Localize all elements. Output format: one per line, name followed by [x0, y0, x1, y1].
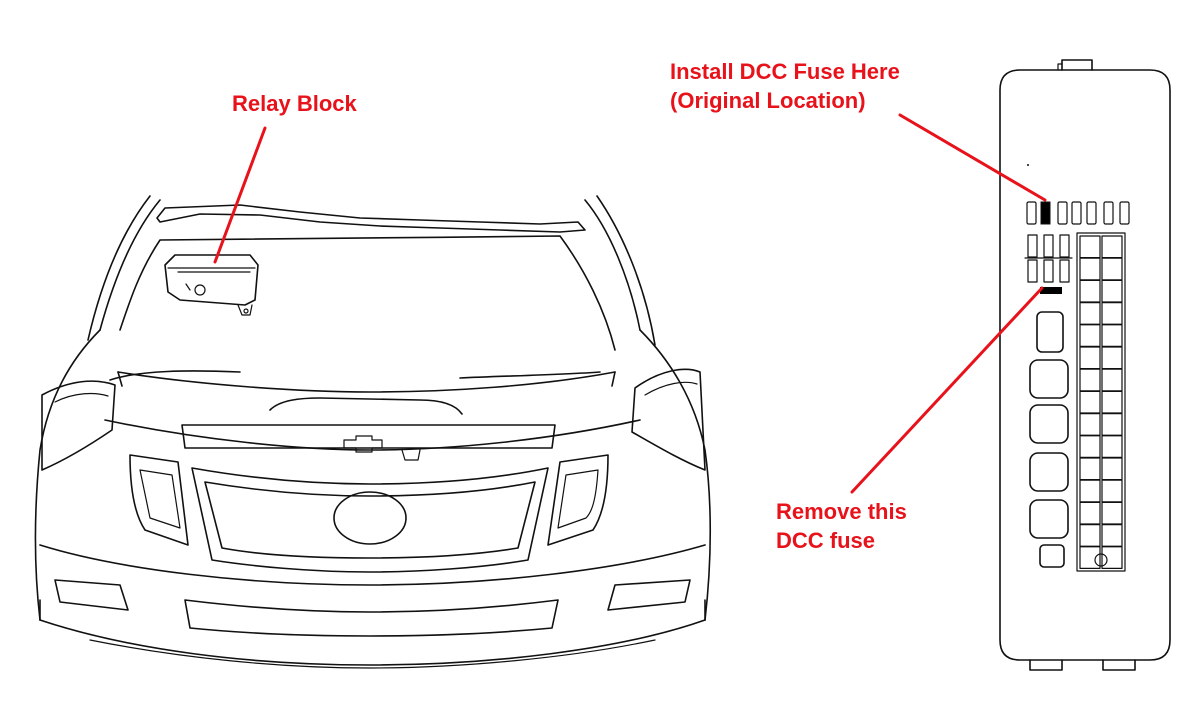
install-fuse-leader [898, 113, 1047, 202]
fuse-cell [1101, 435, 1123, 458]
dcc-fuse-current [1040, 287, 1062, 294]
fuse-cell [1079, 435, 1101, 458]
fuse-cell [1079, 390, 1101, 414]
fuse-cell [1101, 257, 1123, 281]
fuse-cell [1079, 479, 1101, 503]
fuse-grid [1076, 232, 1126, 572]
fuse-cell [1079, 523, 1101, 547]
remove-fuse-label-line2: DCC fuse [776, 528, 875, 553]
relay-block-label: Relay Block [232, 91, 357, 116]
install-fuse-label-line1: Install DCC Fuse Here [670, 59, 900, 84]
fuse-cell [1079, 302, 1101, 325]
fuse-cell [1101, 235, 1123, 259]
remove-fuse-leader [850, 286, 1044, 494]
relay-block-icon [164, 254, 259, 316]
relay-block-leader [213, 126, 267, 264]
fuse-cell [1101, 346, 1123, 370]
fuse-cell [1079, 413, 1101, 436]
dcc-fuse-original-slot [1040, 201, 1051, 225]
fuse-cell [1101, 523, 1123, 547]
fuse-cell [1101, 413, 1123, 436]
fuse-cell [1101, 479, 1123, 503]
remove-fuse-label-line1: Remove this [776, 499, 907, 524]
fuse-grid-frame [1076, 232, 1126, 572]
fuse-cell [1079, 235, 1101, 259]
fuse-cell [1101, 279, 1123, 303]
fuse-cell [1101, 501, 1123, 525]
fuse-cell [1079, 368, 1101, 392]
fuse-cell [1101, 302, 1123, 325]
fuse-cell [1101, 390, 1123, 414]
fuse-cell [1079, 324, 1101, 347]
relay-column [1029, 311, 1069, 568]
top-fuse-row [1026, 201, 1130, 225]
fuse-cell [1079, 346, 1101, 370]
fuse-cell [1079, 279, 1101, 303]
car-front-illustration [34, 195, 712, 669]
install-fuse-label-line2: (Original Location) [670, 88, 866, 113]
fuse-cell [1079, 501, 1101, 525]
left-fuse-stack [1024, 234, 1073, 294]
fuse-cell [1079, 457, 1101, 481]
fuse-cell [1079, 257, 1101, 281]
fuse-cell [1101, 324, 1123, 347]
fuse-box-illustration [999, 59, 1171, 671]
fuse-cell [1101, 368, 1123, 392]
fuse-cell [1101, 546, 1123, 569]
fuse-cell [1079, 546, 1101, 569]
terminal-icon [1094, 553, 1108, 567]
fuse-cell [1101, 457, 1123, 481]
